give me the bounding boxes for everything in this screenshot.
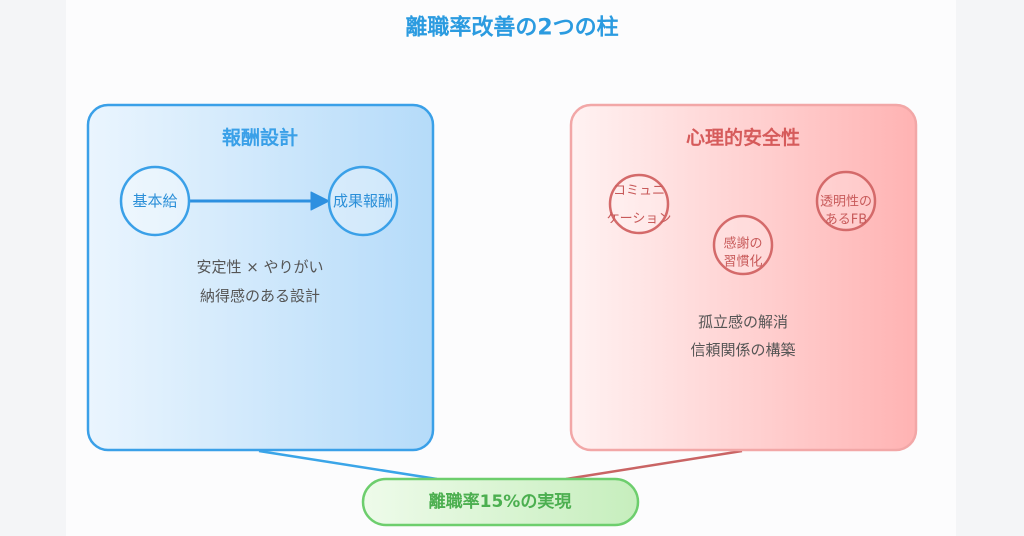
pillar-description-line: 安定性 × やりがい bbox=[196, 258, 323, 276]
node-label-communication-line2: ケーション bbox=[607, 212, 672, 227]
pillar-description-line: 信頼関係の構築 bbox=[690, 341, 795, 359]
node-transparent-feedback bbox=[815, 170, 877, 232]
pillar-description-line: 納得感のある設計 bbox=[200, 287, 320, 305]
pillar-compensation: 報酬設計 基本給 成果報酬 安定性 × やりがい 納得感のある設計 bbox=[86, 103, 435, 452]
goal: 離職率15%の実現 bbox=[361, 477, 640, 527]
node-label-base-salary: 基本給 bbox=[132, 192, 177, 210]
arrow-head-icon bbox=[310, 191, 330, 211]
node-label-performance-pay: 成果報酬 bbox=[333, 192, 393, 210]
pillar-panel-psychological-safety bbox=[569, 103, 918, 452]
node-gratitude-habit bbox=[712, 214, 774, 276]
pillar-description-line: 孤立感の解消 bbox=[698, 313, 788, 331]
node-label-gratitude-line1: 感謝の bbox=[723, 236, 762, 252]
diagram-title: 離職率改善の2つの柱 bbox=[405, 15, 618, 41]
connector-safety-to-goal bbox=[565, 449, 743, 481]
connector-compensation-to-goal bbox=[258, 449, 438, 481]
goal-label: 離職率15%の実現 bbox=[429, 491, 572, 512]
pillar-psychological-safety: 心理的安全性 コミュニ ケーション 感謝の 習慣化 透明性の あるFB 孤立感の… bbox=[569, 103, 918, 452]
pillar-title-psychological-safety: 心理的安全性 bbox=[686, 126, 800, 149]
node-base-salary bbox=[119, 165, 191, 237]
node-label-feedback-line1: 透明性の bbox=[820, 195, 872, 210]
node-communication bbox=[608, 173, 670, 235]
pillar-panel-compensation bbox=[86, 103, 435, 452]
node-label-communication-line1: コミュニ bbox=[613, 184, 665, 199]
goal-pill bbox=[361, 477, 640, 527]
pillar-title-compensation: 報酬設計 bbox=[222, 126, 298, 149]
node-label-gratitude-line2: 習慣化 bbox=[723, 254, 762, 270]
node-label-feedback-line2: あるFB bbox=[825, 213, 867, 228]
node-performance-pay bbox=[327, 165, 399, 237]
